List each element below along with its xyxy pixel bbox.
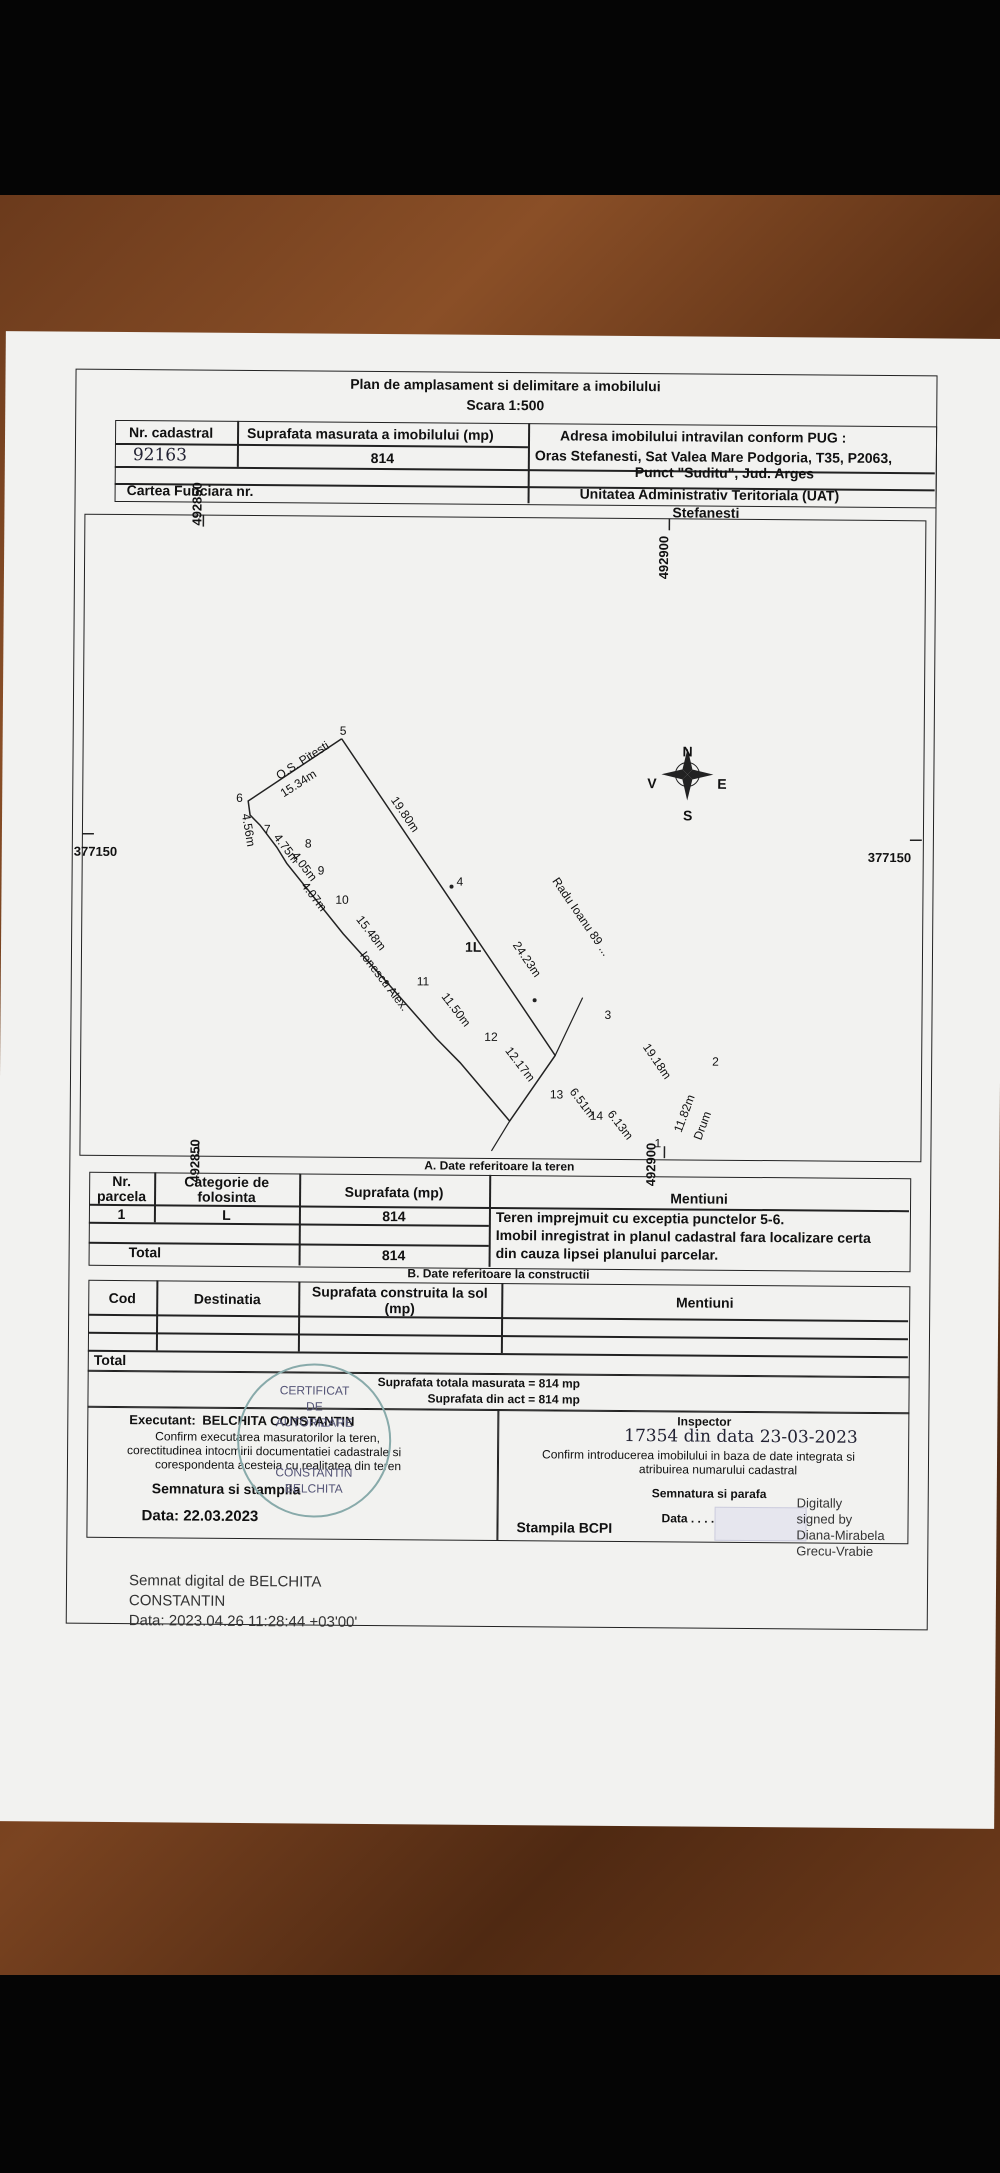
- mention-2: Imobil inregistrat in planul cadastral f…: [495, 1226, 871, 1246]
- stamp-line-5: BELCHITA: [284, 1481, 343, 1496]
- row-surface: 814: [382, 1208, 406, 1225]
- point-6: 6: [236, 790, 243, 805]
- stamp-line-1: CERTIFICAT: [279, 1383, 350, 1398]
- cadastral-plan-drawing: [81, 514, 922, 1159]
- summary-measured: Suprafata totala masurata = 814 mp: [377, 1375, 581, 1391]
- compass-rose: [661, 748, 714, 801]
- surface-header-a: Suprafata (mp): [344, 1183, 444, 1201]
- surface-header: Suprafata masurata a imobilului (mp): [247, 424, 494, 443]
- digital-sig-line-1: Semnat digital de BELCHITA: [128, 1572, 322, 1591]
- authorization-stamp: CERTIFICAT DE AUTORIZARE CONSTANTIN BELC…: [236, 1362, 392, 1519]
- inspector-sign-label: Semnatura si parafa: [651, 1486, 767, 1502]
- total-surface-a: 814: [381, 1247, 406, 1264]
- parcel-header-1: Nr.: [112, 1172, 132, 1190]
- stamp-line-3: AUTORIZARE: [275, 1415, 353, 1430]
- bcpi-signature-area: [714, 1506, 807, 1542]
- digital-signed-4: Grecu-Vrabie: [796, 1543, 874, 1559]
- digital-signed-2: signed by: [796, 1511, 853, 1527]
- category-header-2: folosinta: [197, 1188, 256, 1206]
- cadastral-header: Nr. cadastral: [129, 424, 214, 441]
- built-surface-header-1: Suprafata construita la sol: [311, 1283, 488, 1301]
- stamp-line-2: DE: [306, 1399, 323, 1414]
- bcpi-stamp-label: Stampila BCPI: [516, 1519, 613, 1536]
- point-2: 2: [712, 1054, 719, 1069]
- coord-top-right: 492900: [655, 535, 672, 580]
- parcel-label: 1L: [464, 938, 482, 955]
- point-3: 3: [604, 1007, 612, 1022]
- code-header: Cod: [108, 1289, 136, 1307]
- mention-3: din cauza lipsei planului parcelar.: [495, 1244, 719, 1263]
- point-13: 13: [549, 1087, 564, 1102]
- mention-1: Teren imprejmuit cu exceptia punctelor 5…: [495, 1208, 785, 1228]
- uat-label: Unitatea Administrativ Teritoriala (UAT): [579, 485, 840, 504]
- point-7: 7: [263, 822, 271, 837]
- point-10: 10: [335, 892, 349, 907]
- compass-south: S: [683, 807, 693, 824]
- digital-signed-3: Diana-Mirabela: [796, 1527, 885, 1544]
- bottom-dark-band: [0, 1975, 1000, 2173]
- row-parcel: 1: [117, 1206, 126, 1223]
- compass-west: V: [647, 775, 657, 792]
- total-label-a: Total: [128, 1244, 162, 1261]
- digital-sig-line-2: CONSTANTIN: [128, 1592, 226, 1610]
- compass-north: N: [682, 743, 693, 760]
- summary-deed: Suprafata din act = 814 mp: [427, 1391, 580, 1407]
- address-line-1: Oras Stefanesti, Sat Valea Mare Podgoria…: [534, 447, 893, 467]
- mentions-header-b: Mentiuni: [675, 1294, 734, 1311]
- document-sheet: Plan de amplasament si delimitare a imob…: [0, 331, 1000, 1829]
- coord-right: 377150: [867, 849, 912, 866]
- stamp-line-4: CONSTANTIN: [275, 1465, 353, 1480]
- cadastral-number: 92163: [132, 445, 188, 466]
- digital-signed-1: Digitally: [796, 1495, 843, 1511]
- inspector-text-2: atribuirea numarului cadastral: [638, 1462, 798, 1478]
- point-8: 8: [304, 836, 312, 851]
- executant-label: Executant:: [129, 1412, 196, 1428]
- compass-east: E: [717, 775, 727, 792]
- point-11: 11: [416, 974, 430, 989]
- coord-left: 377150: [73, 843, 118, 859]
- row-category: L: [222, 1206, 231, 1223]
- inspector-handwritten: 17354 din data 23-03-2023: [624, 1425, 858, 1448]
- point-4: 4: [456, 874, 464, 889]
- address-header: Adresa imobilului intravilan conform PUG…: [560, 427, 847, 446]
- point-5: 5: [339, 723, 347, 738]
- surface-value: 814: [370, 449, 395, 467]
- coord-top-left: 492850: [189, 482, 205, 526]
- mentions-header-a: Mentiuni: [670, 1190, 728, 1207]
- total-label-b: Total: [93, 1351, 127, 1369]
- point-12: 12: [484, 1029, 498, 1044]
- built-surface-header-2: (mp): [384, 1300, 415, 1317]
- executant-date: Data: 22.03.2023: [141, 1507, 259, 1526]
- top-dark-band: [0, 0, 1000, 195]
- digital-sig-line-3: Data: 2023.04.26 11:28:44 +03'00': [128, 1612, 358, 1631]
- destination-header: Destinatia: [193, 1290, 261, 1308]
- address-line-2: Punct "Suditu", Jud. Arges: [634, 464, 815, 482]
- parcel-header-2: parcela: [96, 1187, 147, 1205]
- point-1: 1: [654, 1136, 662, 1151]
- inspector-text-1: Confirm introducerea imobilului in baza …: [542, 1447, 855, 1464]
